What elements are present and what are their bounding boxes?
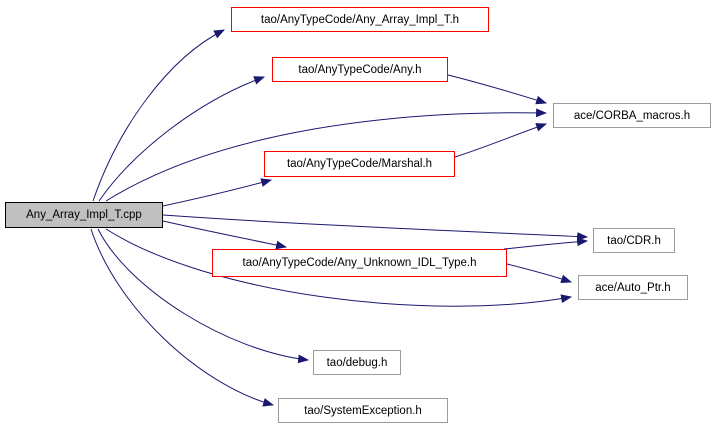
node-cdr-h[interactable]: tao/CDR.h — [593, 228, 675, 253]
edge-any-h-to-corba-macros-h — [447, 74, 548, 105]
node-label: ace/Auto_Ptr.h — [595, 281, 671, 294]
node-any-unknown-idl-type-h[interactable]: tao/AnyTypeCode/Any_Unknown_IDL_Type.h — [212, 249, 507, 277]
node-label: tao/AnyTypeCode/Any_Unknown_IDL_Type.h — [242, 257, 477, 269]
node-marshal-h[interactable]: tao/AnyTypeCode/Marshal.h — [264, 151, 455, 177]
node-auto-ptr-h[interactable]: ace/Auto_Ptr.h — [578, 275, 688, 300]
edge-main-to-any-unknown — [162, 220, 288, 250]
node-label: tao/AnyTypeCode/Any_Array_Impl_T.h — [260, 13, 460, 26]
node-label: tao/debug.h — [326, 356, 388, 369]
node-system-exception-h[interactable]: tao/SystemException.h — [278, 398, 448, 423]
edge-main-to-cdr-h — [162, 214, 589, 241]
node-label: tao/AnyTypeCode/Any.h — [298, 63, 422, 76]
node-any-array-impl-t-cpp[interactable]: Any_Array_Impl_T.cpp — [5, 202, 163, 228]
edge-main-to-corba-macros-h — [105, 108, 548, 202]
node-label: ace/CORBA_macros.h — [573, 109, 691, 122]
node-label: tao/CDR.h — [607, 234, 661, 247]
edge-any-unknown-to-cdr-h — [503, 237, 589, 250]
edge-main-to-system-exception-h — [90, 228, 275, 407]
node-label: Any_Array_Impl_T.cpp — [26, 209, 142, 221]
node-any-array-impl-t-h[interactable]: tao/AnyTypeCode/Any_Array_Impl_T.h — [231, 7, 489, 32]
node-label: tao/AnyTypeCode/Marshal.h — [286, 158, 433, 170]
node-debug-h[interactable]: tao/debug.h — [313, 350, 401, 375]
node-any-h[interactable]: tao/AnyTypeCode/Any.h — [272, 57, 448, 82]
node-label: tao/SystemException.h — [304, 404, 422, 417]
edge-main-to-marshal-h — [162, 178, 273, 207]
edge-marshal-h-to-corba-macros-h — [454, 123, 548, 158]
edge-main-to-any-array-impl-t-h — [92, 29, 225, 202]
edge-main-to-auto-ptr-h — [105, 228, 573, 307]
node-corba-macros-h[interactable]: ace/CORBA_macros.h — [553, 103, 711, 128]
edge-main-to-debug-h — [97, 228, 310, 364]
edge-main-to-any-h — [98, 76, 266, 202]
edge-any-unknown-to-auto-ptr-h — [506, 263, 573, 284]
